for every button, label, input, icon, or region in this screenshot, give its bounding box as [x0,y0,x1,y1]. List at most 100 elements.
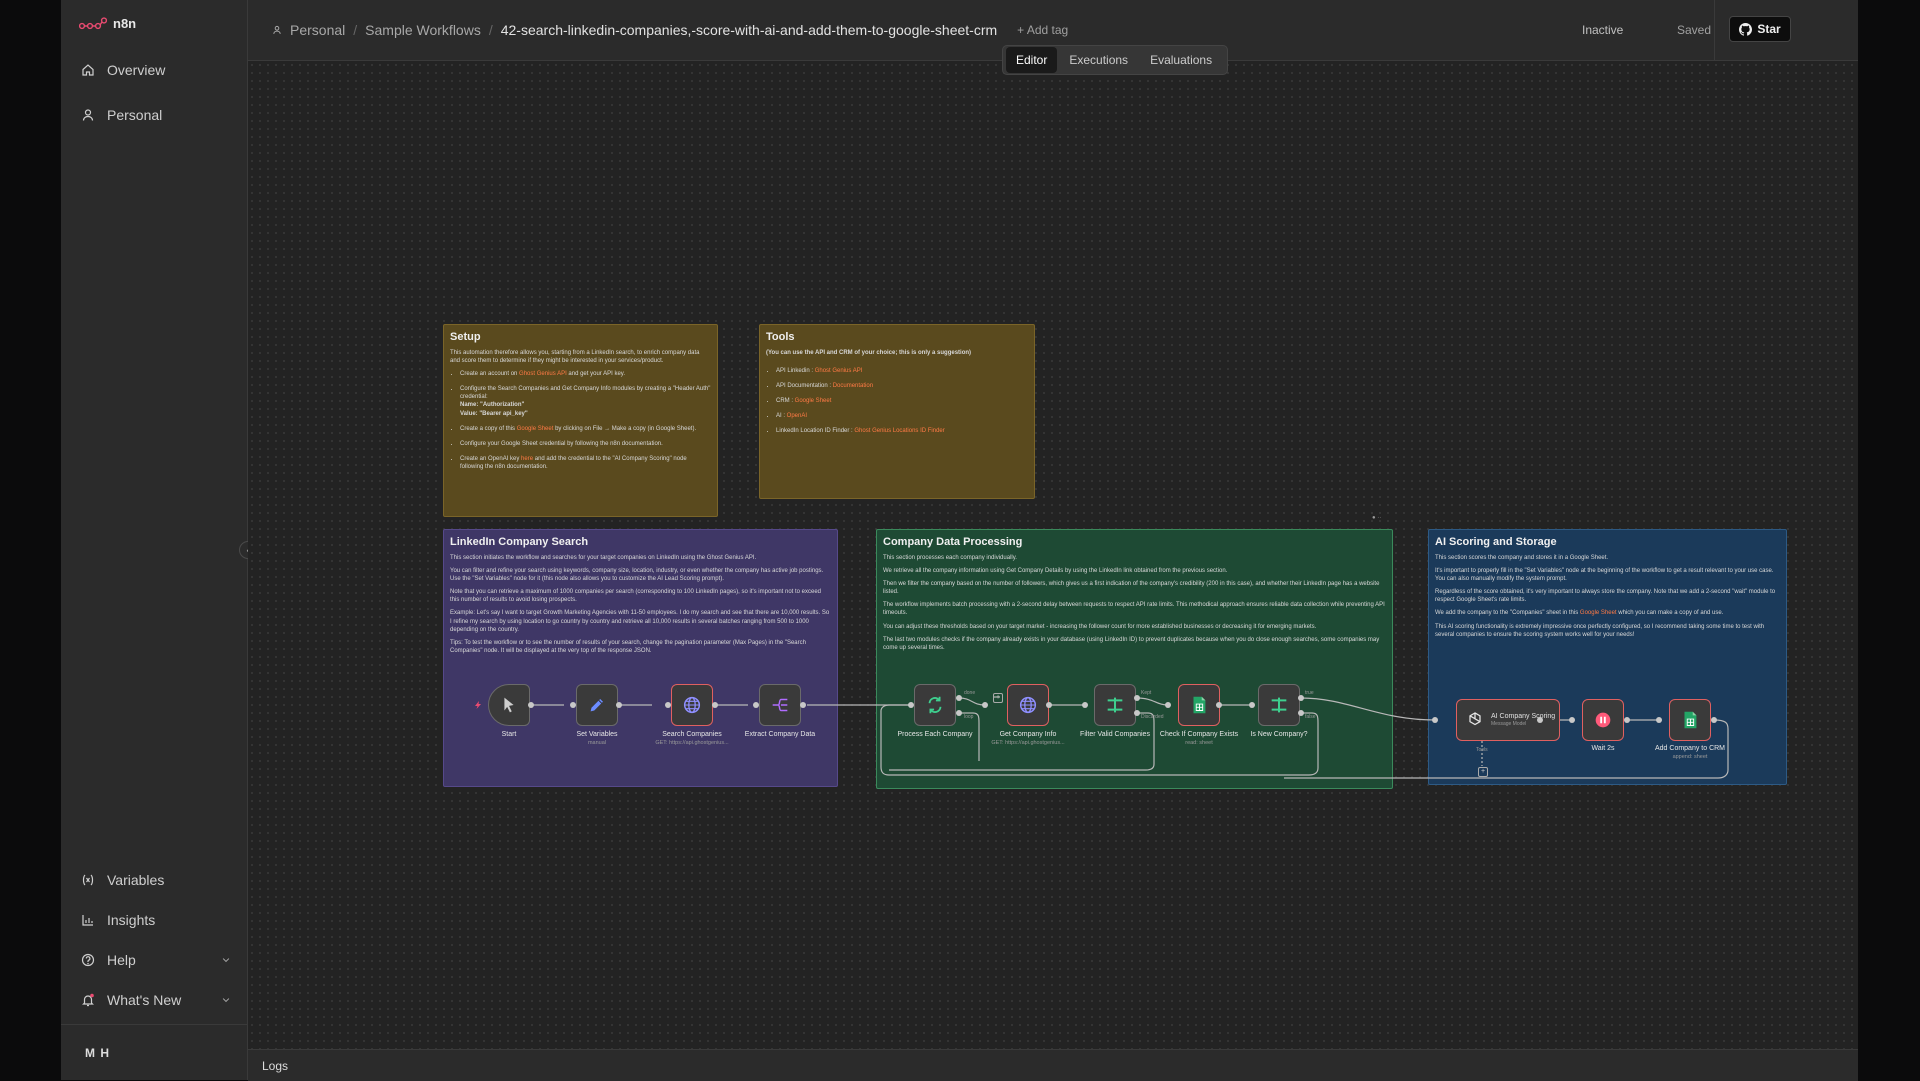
input-port[interactable] [1656,717,1662,723]
input-port[interactable] [570,702,576,708]
sidebar-item-whats-new[interactable]: What's New [81,992,231,1008]
output-port[interactable] [616,702,622,708]
note-list-item: Create an OpenAI key here and add the cr… [460,455,711,471]
note-list-item: Configure your Google Sheet credential b… [460,440,711,448]
add-tag-button[interactable]: + Add tag [1017,23,1069,37]
note-text: This AI scoring functionality is extreme… [1435,623,1765,638]
output-port-done[interactable] [956,695,962,701]
note-text: Regardless of the score obtained, it's v… [1435,589,1776,604]
node-filter-valid-companies[interactable] [1094,684,1136,726]
sidebar-item-label: What's New [107,992,182,1008]
breadcrumb-personal[interactable]: Personal [290,22,346,38]
google-sheet-link[interactable]: Google Sheet [1579,610,1617,617]
tab-evaluations[interactable]: Evaluations [1150,53,1213,67]
sidebar-item-personal[interactable]: Personal [81,107,231,123]
output-port-kept[interactable] [1134,695,1140,701]
ghost-genius-link[interactable]: Ghost Genius API [519,371,567,378]
tab-editor[interactable]: Editor [1006,47,1058,73]
input-port[interactable] [1165,702,1171,708]
sticky-note-linkedin-search[interactable]: LinkedIn Company Search This section ini… [443,529,838,787]
tab-executions[interactable]: Executions [1069,53,1129,67]
tool-link[interactable]: Google Sheet [794,398,832,405]
note-text: We add the company to the "Companies" sh… [1435,609,1780,617]
output-port-discarded[interactable] [1134,710,1140,716]
node-extract-company-data[interactable] [759,684,801,726]
sidebar-item-help[interactable]: Help [81,952,231,968]
node-process-each-company[interactable] [914,684,956,726]
node-search-companies[interactable] [671,684,713,726]
note-list: API Linkedin : Ghost Genius API API Docu… [766,367,1028,435]
input-port[interactable] [1082,702,1088,708]
input-port[interactable] [753,702,759,708]
port-label: Discarded [1141,714,1164,720]
openai-key-link[interactable]: here [521,455,534,462]
node-start[interactable] [488,684,530,726]
output-port[interactable] [800,702,806,708]
port-label: Tools [1476,747,1488,753]
node-get-company-info[interactable] [1007,684,1049,726]
sticky-note-company-data-processing[interactable]: Company Data Processing This section pro… [876,529,1393,789]
node-wait-2s[interactable] [1582,699,1624,741]
sidebar-item-label: Insights [107,912,156,928]
note-list-item: AI : OpenAI [776,412,1028,420]
port-label: done [964,690,976,696]
sidebar-item-insights[interactable]: Insights [81,912,231,928]
workflow-canvas[interactable]: Setup This automation therefore allows y… [248,61,1858,1049]
node-subtitle: Message Model [1491,721,1527,728]
tool-link[interactable]: Documentation [832,383,874,390]
split-out-icon [772,698,788,712]
logs-panel-bar[interactable]: Logs [248,1049,1858,1081]
note-text: The workflow implements batch processing… [883,602,1385,617]
output-port[interactable] [1216,702,1222,708]
output-port[interactable] [1624,717,1630,723]
input-port[interactable] [1249,702,1255,708]
node-add-company-to-crm[interactable] [1669,699,1711,741]
breadcrumb-separator: / [353,22,358,38]
logo[interactable]: n8n [79,16,136,31]
canvas-selection-marker[interactable]: ● ·· [1372,515,1382,521]
input-port[interactable] [665,702,671,708]
node-check-company-exists[interactable] [1178,684,1220,726]
add-tool-plus[interactable]: + [1478,767,1488,777]
output-port[interactable] [1711,717,1717,723]
sidebar-item-label: Overview [107,62,166,78]
node-ai-company-scoring[interactable]: AI Company Scoring Message Model [1456,699,1560,741]
note-text: We retrieve all the company information … [883,568,1228,575]
tool-link[interactable]: OpenAI [786,413,808,420]
output-port-true[interactable] [1298,695,1304,701]
note-list-item: API Linkedin : Ghost Genius API [776,367,1028,375]
output-port-loop[interactable] [956,710,962,716]
sticky-note-setup[interactable]: Setup This automation therefore allows y… [443,324,718,517]
output-port[interactable] [1537,717,1543,723]
sticky-note-tools[interactable]: Tools (You can use the API and CRM of yo… [759,324,1035,499]
active-status-toggle[interactable]: Inactive [1582,23,1624,37]
sidebar-item-label: Personal [107,107,163,123]
node-is-new-company[interactable] [1258,684,1300,726]
input-port[interactable] [982,702,988,708]
input-port[interactable] [908,702,914,708]
sidebar-item-variables[interactable]: Variables [81,872,231,888]
workflow-name[interactable]: 42-search-linkedin-companies,-score-with… [500,22,998,38]
node-label: Is New Company? [1250,731,1308,738]
input-port[interactable] [1569,717,1575,723]
star-label: Star [1757,22,1781,36]
output-port[interactable] [712,702,718,708]
tool-link[interactable]: Ghost Genius Locations ID Finder [854,428,945,435]
google-sheet-link[interactable]: Google Sheet [516,425,554,432]
output-port-false[interactable] [1298,710,1304,716]
add-node-plus[interactable]: + [993,693,1003,703]
sidebar-item-overview[interactable]: Overview [81,62,231,78]
user-initials[interactable]: M H [85,1046,110,1060]
port-label: false [1305,714,1316,720]
note-list-item: Create an account on Ghost Genius API an… [460,370,711,378]
note-title: Setup [450,331,481,343]
output-port[interactable] [1046,702,1052,708]
github-star-button[interactable]: Star [1729,16,1791,42]
output-port[interactable] [528,702,534,708]
node-set-variables[interactable] [576,684,618,726]
note-text: API Documentation : [776,383,833,390]
tool-link[interactable]: Ghost Genius API [814,368,863,375]
breadcrumb-folder[interactable]: Sample Workflows [365,22,481,38]
input-port[interactable] [1432,717,1438,723]
node-label: Search Companies [662,731,722,738]
